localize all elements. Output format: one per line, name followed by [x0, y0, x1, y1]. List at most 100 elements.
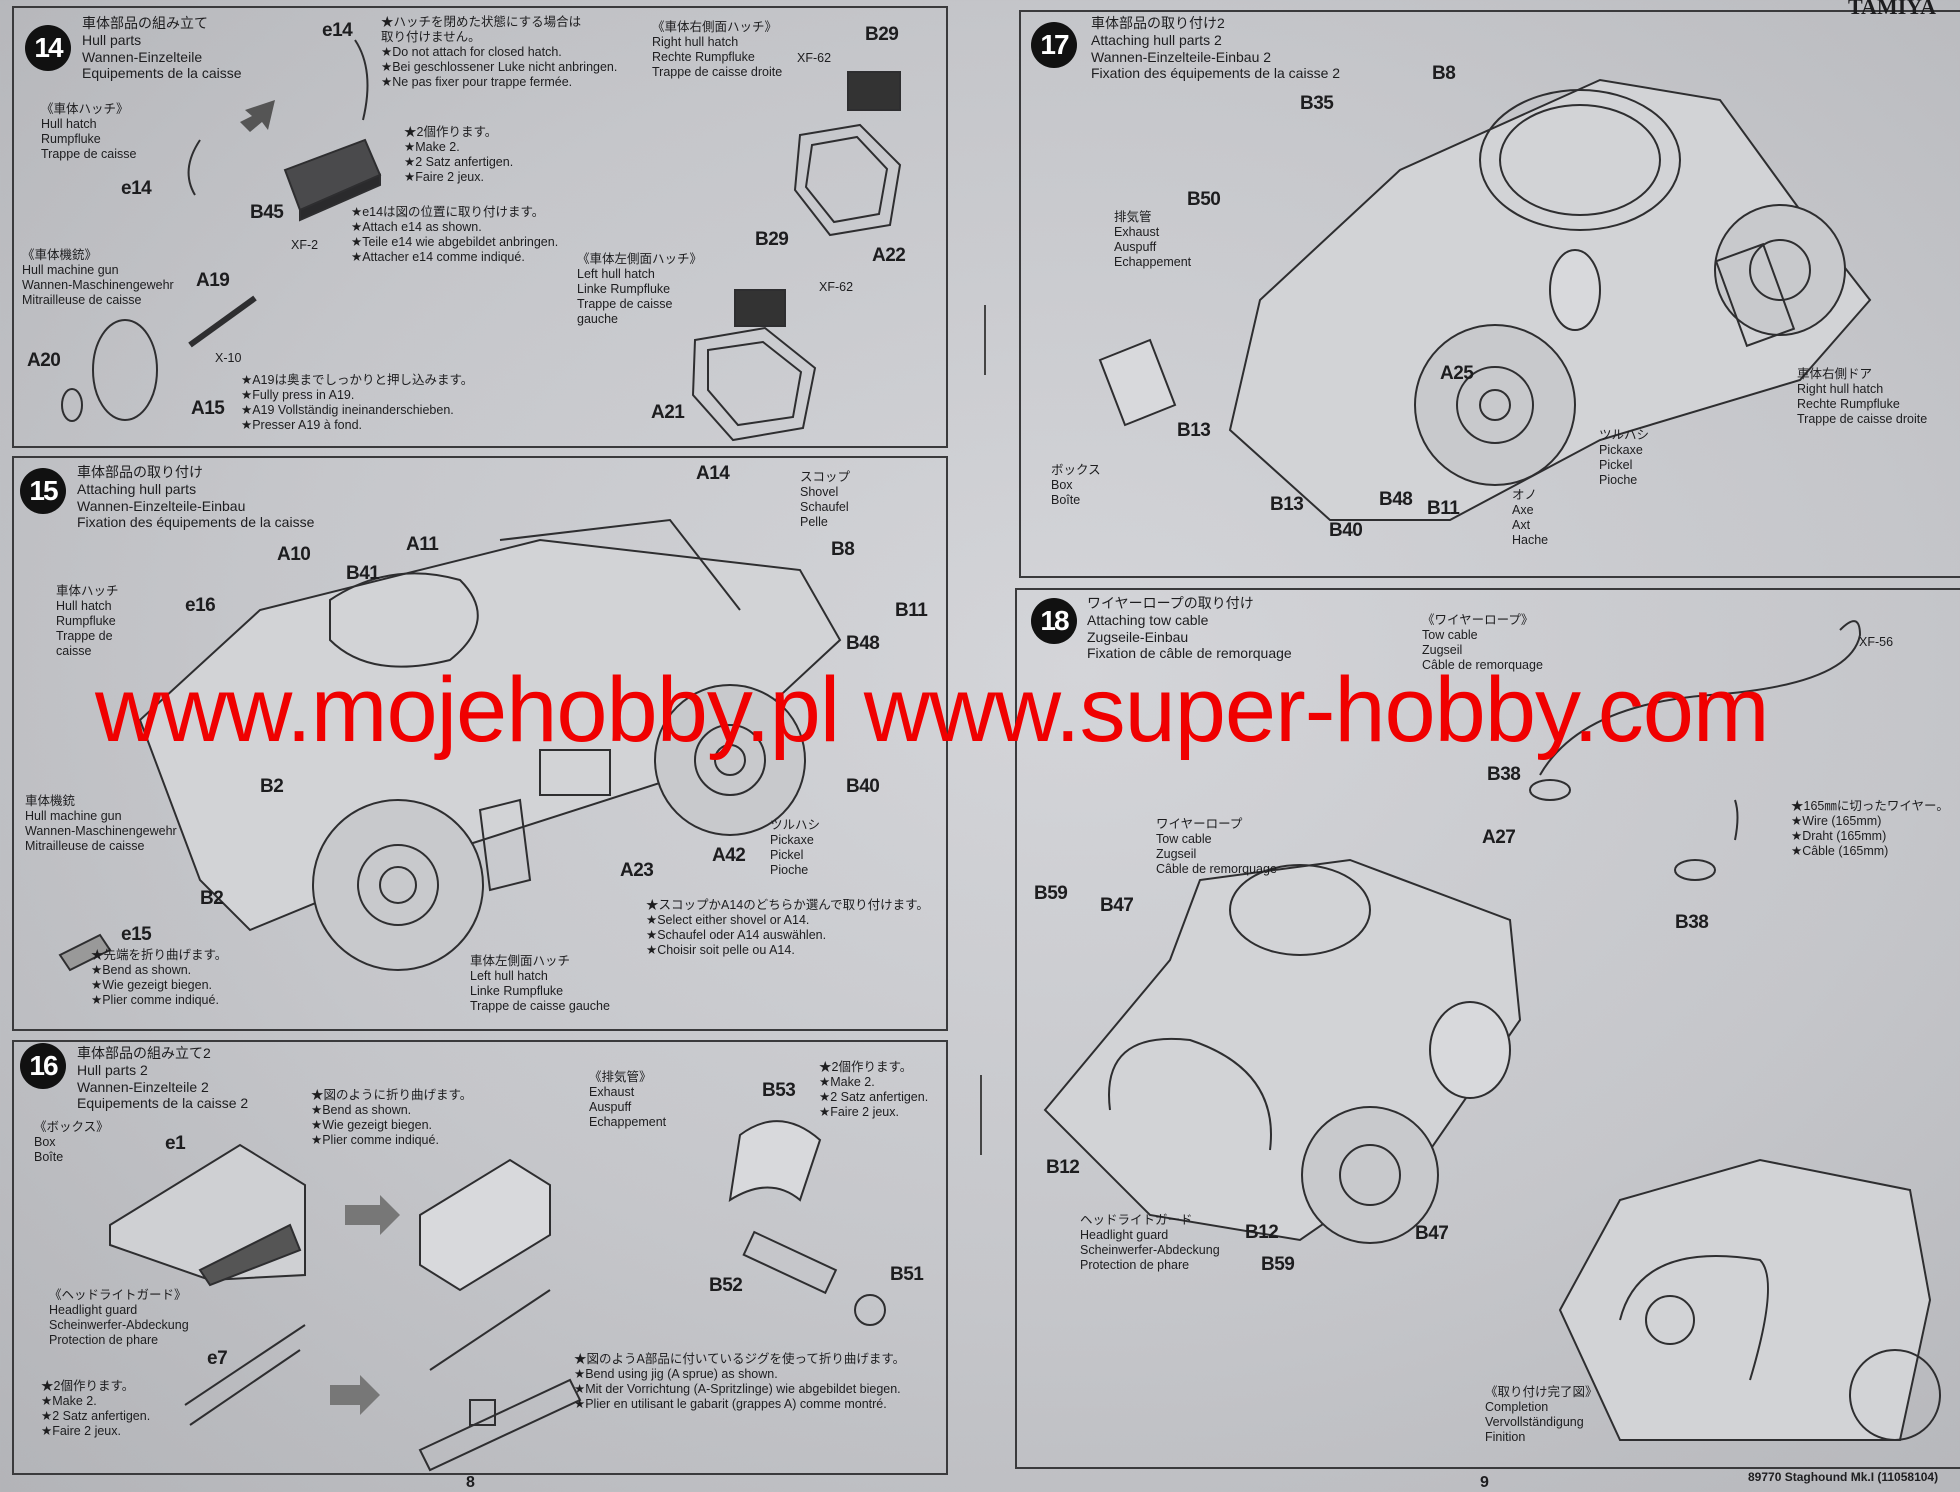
part-label-a11: A11: [406, 534, 439, 557]
label-line: B48: [1379, 489, 1413, 510]
step-title-line: Fixation des équipements de la caisse: [77, 514, 315, 531]
part-label-b13a: B13: [1177, 420, 1211, 443]
mg-part-a20: [61, 388, 83, 422]
label-line: B38: [1487, 764, 1521, 785]
label-line: Wannen-Maschinengewehr: [22, 278, 174, 292]
label-line: Pickaxe: [770, 833, 814, 847]
step-title-line: Attaching tow cable: [1087, 611, 1209, 628]
step-title-line: Attaching hull parts: [77, 480, 197, 497]
label-line: ★Bei geschlossener Luke nicht anbringen.: [381, 60, 618, 74]
label-line: 排気管: [1114, 210, 1152, 224]
step-14-panel: [12, 6, 948, 448]
label-line: A23: [620, 860, 654, 881]
label-line: ★Make 2.: [404, 140, 460, 154]
label-line: e14: [121, 178, 152, 199]
label-line: Zugseil: [1156, 847, 1197, 861]
label-line: ★Choisir soit pelle ou A14.: [646, 943, 795, 957]
label-line: ★Plier en utilisant le gabarit (grappes …: [574, 1397, 887, 1411]
caption-note-select: ★スコップかA14のどちらか選んで取り付けます。★Select either s…: [646, 898, 929, 958]
caption-note-make2b: ★2個作ります。★Make 2.★2 Satz anfertigen.★Fair…: [41, 1379, 150, 1439]
label-line: ツルハシ: [1599, 428, 1650, 442]
label-line: Completion: [1485, 1400, 1549, 1414]
label-line: ★先端を折り曲げます。: [91, 948, 228, 962]
part-label-a20: A20: [27, 350, 61, 373]
label-line: B52: [709, 1275, 743, 1296]
label-line: 《車体左側面ハッチ》: [577, 252, 703, 266]
label-line: Left hull hatch: [577, 267, 655, 281]
part-label-b8: B8: [831, 539, 855, 562]
jig-assembly: [418, 1289, 582, 1472]
label-line: Wannen-Maschinengewehr: [25, 824, 177, 838]
label-line: ★Schaufel oder A14 auswählen.: [646, 928, 827, 942]
label-line: 《ボックス》: [34, 1120, 109, 1134]
step-title-line: Equipements de la caisse: [82, 65, 242, 82]
label-line: Pelle: [800, 515, 828, 529]
label-line: ★ハッチを閉めた状態にする場合は: [381, 15, 582, 29]
cable-eye-b38: [1529, 779, 1571, 801]
label-line: 取り付けません。: [381, 30, 481, 44]
label-line: Tow cable: [1156, 832, 1212, 846]
part-label-b40: B40: [1329, 520, 1363, 543]
caption-xf56: XF-56: [1859, 635, 1893, 650]
label-line: A27: [1482, 827, 1516, 848]
box-part-e1: [109, 1143, 306, 1287]
label-line: Hull hatch: [56, 599, 112, 613]
label-line: スコップ: [800, 470, 851, 484]
label-line: B59: [1034, 883, 1068, 904]
label-line: e15: [121, 924, 152, 945]
step-title-line: Zugseile-Einbau: [1087, 628, 1189, 645]
label-line: ★A19 Vollständig ineinanderschieben.: [241, 403, 454, 417]
label-line: B2: [200, 888, 224, 909]
label-line: 《ヘッドライトガード》: [49, 1288, 187, 1302]
label-line: A20: [27, 350, 61, 371]
step-title-line: Equipements de la caisse 2: [77, 1095, 249, 1112]
part-label-a14: A14: [696, 463, 730, 486]
label-line: Vervollständigung: [1485, 1415, 1584, 1429]
vehicle-step17: [1098, 78, 1872, 521]
label-line: XF-2: [291, 238, 319, 252]
label-line: Linke Rumpfluke: [470, 984, 564, 998]
part-label-a19: A19: [196, 270, 230, 293]
label-line: ★Attacher e14 comme indiqué.: [351, 250, 525, 264]
step-title-line: Wannen-Einzelteile-Einbau 2: [1091, 48, 1272, 65]
label-line: 《ワイヤーロープ》: [1422, 613, 1534, 627]
label-line: X-10: [215, 351, 242, 365]
label-line: Trappe de caisse: [41, 147, 137, 161]
completion-view: [1558, 1158, 1941, 1441]
label-line: A21: [651, 402, 685, 423]
caption-note-bend: ★先端を折り曲げます。★Bend as shown.★Wie gezeigt b…: [91, 948, 227, 1008]
part-label-a42: A42: [712, 845, 746, 868]
part-label-a27: A27: [1482, 827, 1516, 850]
label-line: Axt: [1512, 518, 1531, 532]
label-line: ★Fully press in A19.: [241, 388, 355, 402]
label-line: Echappement: [589, 1115, 667, 1129]
label-line: A15: [191, 398, 225, 419]
part-label-b2b: B2: [200, 888, 224, 911]
label-line: ★2 Satz anfertigen.: [819, 1090, 929, 1104]
label-line: B35: [1300, 93, 1334, 114]
label-line: Boîte: [34, 1150, 64, 1164]
label-line: B8: [1432, 63, 1456, 84]
label-line: B12: [1245, 1222, 1279, 1243]
label-line: ★Bend as shown.: [311, 1103, 412, 1117]
label-line: Box: [1051, 478, 1073, 492]
part-label-b59b: B59: [1261, 1254, 1295, 1277]
step-number-badge: 17: [1031, 22, 1077, 68]
tow-cable-wire: [1539, 620, 1862, 841]
part-label-b29a: B29: [865, 24, 899, 47]
label-line: ★2個作ります。: [41, 1379, 135, 1393]
label-line: e7: [207, 1348, 228, 1369]
label-line: ★Faire 2 jeux.: [404, 170, 484, 184]
label-line: A14: [696, 463, 730, 484]
label-line: ★Câble (165mm): [1791, 844, 1889, 858]
caption-note-jig: ★図のようA部品に付いているジグを使って折り曲げます。★Bend using j…: [574, 1352, 905, 1412]
label-line: ★Presser A19 à fond.: [241, 418, 362, 432]
